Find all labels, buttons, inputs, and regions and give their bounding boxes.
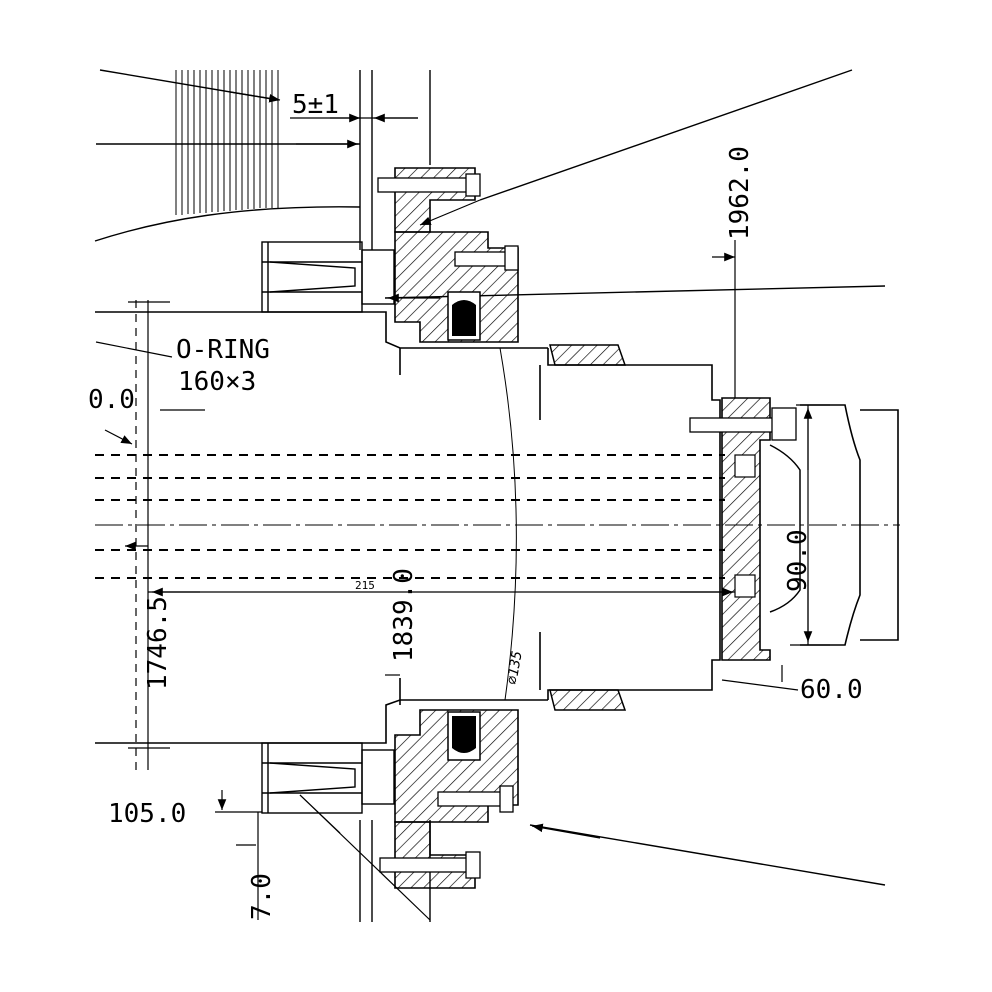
dim-215-label: 215: [355, 579, 375, 592]
dim-1839-label: 1839.0: [389, 568, 419, 662]
dim-1962-label: 1962.0: [725, 146, 755, 240]
upper-bearing: [261, 241, 395, 313]
sleeves: [549, 344, 627, 711]
dim-7-label: 7.0: [247, 873, 277, 920]
tolerance-label: 5±1: [292, 90, 339, 120]
dim-1746-label: 1746.5: [143, 596, 173, 690]
oring-title: O-RING: [176, 335, 270, 365]
outline-curves: [94, 69, 886, 886]
dim-90-label: 90.0: [783, 529, 813, 592]
dim-105-label: 105.0: [108, 799, 186, 829]
end-cap: [689, 397, 801, 661]
bore-dashes: [95, 454, 725, 579]
lower-seal-housing: [379, 709, 519, 889]
lower-bearing: [261, 742, 395, 814]
partial-dim-label: 0.0: [88, 385, 135, 415]
dimension-lines: [95, 91, 830, 921]
dim-phi135-label: ⌀135: [504, 650, 526, 686]
oring-size: 160×3: [178, 367, 256, 397]
dim-60-label: 60.0: [800, 675, 863, 705]
upper-seal-housing: [377, 167, 519, 343]
coupling-spool: [800, 404, 899, 646]
